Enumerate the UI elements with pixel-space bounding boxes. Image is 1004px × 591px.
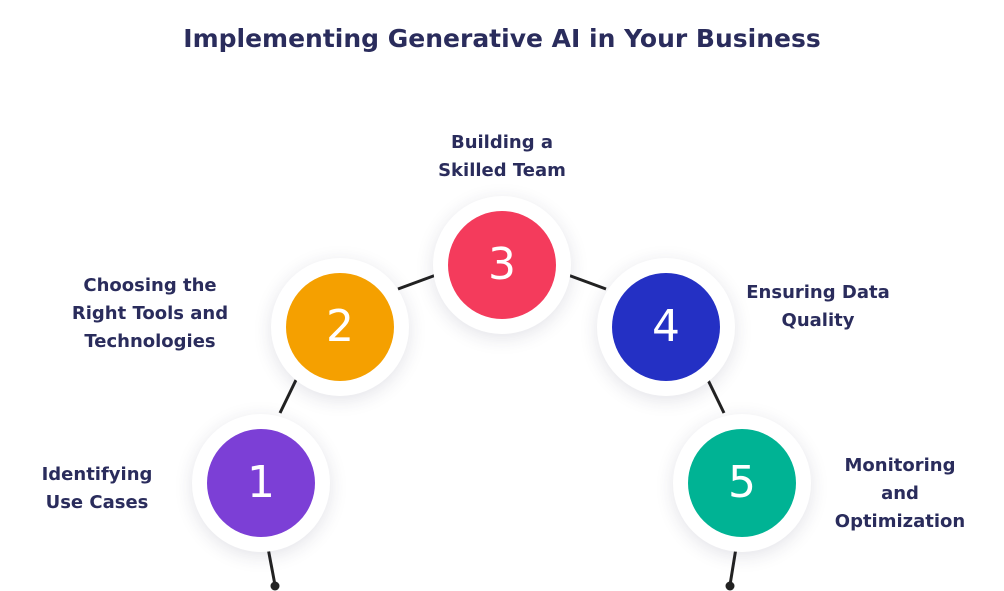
- step-5-circle: 5: [673, 414, 811, 552]
- connector-line: [728, 547, 738, 586]
- step-4-number: 4: [652, 301, 680, 352]
- page-title: Implementing Generative AI in Your Busin…: [183, 24, 821, 53]
- step-5-disc: 5: [688, 429, 796, 537]
- step-2-disc: 2: [286, 273, 394, 381]
- step-2-number: 2: [326, 301, 354, 352]
- step-4-circle: 4: [597, 258, 735, 396]
- step-5-label-line: Optimization: [834, 511, 966, 532]
- step-4-label: Ensuring Data Quality: [728, 279, 908, 335]
- step-3-label-line: Building a: [450, 132, 554, 153]
- step-4-label-line: Quality: [781, 310, 855, 331]
- connector-line: [266, 547, 277, 586]
- step-2-label-line: Choosing the: [83, 275, 217, 296]
- connector-line: [278, 379, 298, 414]
- step-2-label: Choosing the Right Tools and Technologie…: [62, 272, 238, 356]
- step-1-circle: 1: [192, 414, 330, 552]
- step-5-number: 5: [728, 457, 756, 508]
- step-2-circle: 2: [271, 258, 409, 396]
- connector-endpoint-dot: [270, 581, 280, 591]
- step-2-label-line: Right Tools and: [71, 303, 229, 324]
- step-2-label-line: Technologies: [84, 331, 216, 352]
- connector-line: [706, 379, 726, 414]
- step-1-label: Identifying Use Cases: [24, 461, 170, 517]
- step-3-label: Building a Skilled Team: [407, 129, 597, 185]
- step-3-label-line: Skilled Team: [438, 160, 566, 181]
- connector-line: [567, 273, 607, 291]
- step-1-number: 1: [247, 457, 275, 508]
- step-1-disc: 1: [207, 429, 315, 537]
- step-3-circle: 3: [433, 196, 571, 334]
- connector-endpoint-dot: [725, 581, 735, 591]
- connector-line: [397, 273, 437, 291]
- step-1-label-line: Identifying: [41, 464, 153, 485]
- step-4-disc: 4: [612, 273, 720, 381]
- step-5-label-line: and: [881, 483, 919, 504]
- step-1-label-line: Use Cases: [45, 492, 149, 513]
- step-4-label-line: Ensuring Data: [746, 282, 890, 303]
- step-3-number: 3: [488, 239, 516, 290]
- step-5-label: Monitoring and Optimization: [820, 452, 980, 536]
- step-3-disc: 3: [448, 211, 556, 319]
- step-5-label-line: Monitoring: [844, 455, 956, 476]
